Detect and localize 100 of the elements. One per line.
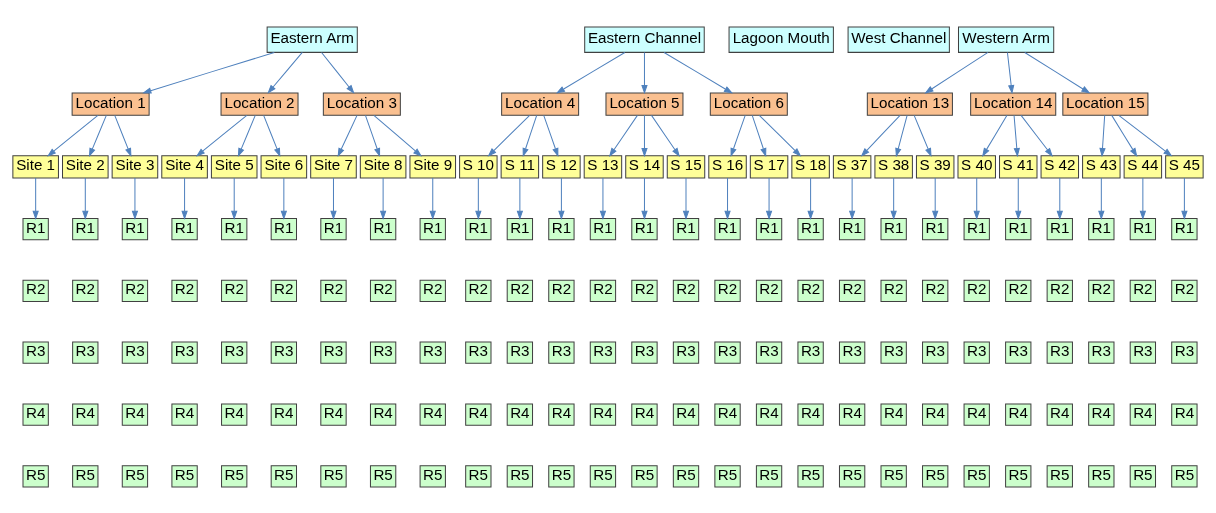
arrow xyxy=(982,114,1008,157)
arrow xyxy=(516,177,524,220)
node-box: S 43 xyxy=(1082,154,1121,178)
node-box: R3 xyxy=(171,341,198,364)
node-box: R2 xyxy=(548,279,575,302)
node-box: R3 xyxy=(714,341,741,364)
arrow xyxy=(555,51,626,94)
node-box: Site 2 xyxy=(62,154,109,178)
node-box: R5 xyxy=(465,464,492,487)
node-box: R5 xyxy=(963,464,990,487)
node-box: R3 xyxy=(755,341,783,364)
node-box: R5 xyxy=(714,464,741,487)
node-box: Site 1 xyxy=(12,154,59,178)
arrow xyxy=(1015,177,1022,220)
arrow xyxy=(195,114,248,157)
arrow xyxy=(330,177,337,220)
node-box: R2 xyxy=(922,279,949,302)
node-box: R5 xyxy=(1046,464,1073,487)
node-box: R1 xyxy=(171,217,198,240)
node-box: R1 xyxy=(22,217,49,240)
node-box: R2 xyxy=(1088,279,1115,302)
node-box: R2 xyxy=(270,279,297,302)
arrow xyxy=(321,51,355,94)
node-box: R4 xyxy=(922,402,949,426)
node-box: R3 xyxy=(797,341,824,364)
node-box: R5 xyxy=(838,464,866,487)
node-box: R4 xyxy=(171,402,198,426)
node-box: S 11 xyxy=(500,154,540,178)
node-box: S 44 xyxy=(1123,154,1163,178)
arrow xyxy=(973,177,980,220)
node-box: R4 xyxy=(963,402,990,426)
node-box: Location 3 xyxy=(322,91,401,116)
arrow xyxy=(82,177,89,220)
arrow xyxy=(609,114,638,157)
node-box: Site 7 xyxy=(310,154,357,178)
node-box: R1 xyxy=(838,217,866,240)
arrow xyxy=(1013,114,1020,157)
node-box: R1 xyxy=(1088,217,1115,240)
node-box: R4 xyxy=(672,402,700,426)
node-box: Site 4 xyxy=(161,154,208,178)
node-box: R2 xyxy=(320,279,347,302)
node-box: R5 xyxy=(922,464,949,487)
arrow xyxy=(114,114,132,157)
node-box: R4 xyxy=(369,402,397,426)
arrow xyxy=(47,114,99,157)
node-box: R4 xyxy=(548,402,575,426)
arrow xyxy=(237,114,256,157)
node-box: R4 xyxy=(506,402,534,426)
node-box: Location 13 xyxy=(866,91,953,116)
node-box: R4 xyxy=(1088,402,1115,426)
node-box: R3 xyxy=(121,341,149,364)
arrow xyxy=(724,177,731,220)
node-box: S 17 xyxy=(749,154,789,178)
node-box: R5 xyxy=(755,464,783,487)
node-box: S 41 xyxy=(999,154,1038,178)
node-box: R4 xyxy=(1046,402,1073,426)
node-box: Location 1 xyxy=(71,91,150,116)
node-box: R2 xyxy=(631,279,658,302)
arrow xyxy=(231,177,238,220)
node-box: R5 xyxy=(221,464,248,487)
node-box: R2 xyxy=(506,279,534,302)
arrow xyxy=(558,177,565,220)
node-box: S 14 xyxy=(625,154,664,178)
arrow xyxy=(1056,177,1063,220)
node-box: R2 xyxy=(221,279,248,302)
arrow xyxy=(379,177,387,220)
arrow xyxy=(895,114,908,157)
node-box: R3 xyxy=(506,341,534,364)
node-box: R4 xyxy=(714,402,741,426)
arrow xyxy=(131,177,139,220)
node-box: R2 xyxy=(880,279,907,302)
node-box: R1 xyxy=(221,217,248,240)
node-box: R2 xyxy=(963,279,990,302)
node-box: R1 xyxy=(369,217,397,240)
node-box: S 16 xyxy=(708,154,747,178)
node-box: R5 xyxy=(1005,464,1032,487)
node-box: Eastern Channel xyxy=(584,26,705,53)
node-box: R3 xyxy=(1088,341,1115,364)
node-box: R2 xyxy=(1129,279,1157,302)
node-box: R2 xyxy=(465,279,492,302)
arrow xyxy=(1118,114,1173,157)
node-box: R3 xyxy=(22,341,49,364)
node-box: S 42 xyxy=(1040,154,1080,178)
node-box: R3 xyxy=(631,341,658,364)
arrow xyxy=(848,177,856,220)
node-box: R1 xyxy=(320,217,347,240)
arrow xyxy=(682,177,690,220)
node-box: R4 xyxy=(121,402,149,426)
arrow xyxy=(373,114,423,157)
arrow xyxy=(1181,177,1188,220)
node-box: R3 xyxy=(221,341,248,364)
node-box: R1 xyxy=(1129,217,1157,240)
node-box: R2 xyxy=(1005,279,1032,302)
node-box: Location 14 xyxy=(970,91,1057,116)
node-box: R5 xyxy=(320,464,347,487)
node-box: R3 xyxy=(880,341,907,364)
arrow xyxy=(924,51,989,94)
arrow xyxy=(487,114,531,157)
arrow xyxy=(280,177,288,220)
node-box: R4 xyxy=(631,402,658,426)
